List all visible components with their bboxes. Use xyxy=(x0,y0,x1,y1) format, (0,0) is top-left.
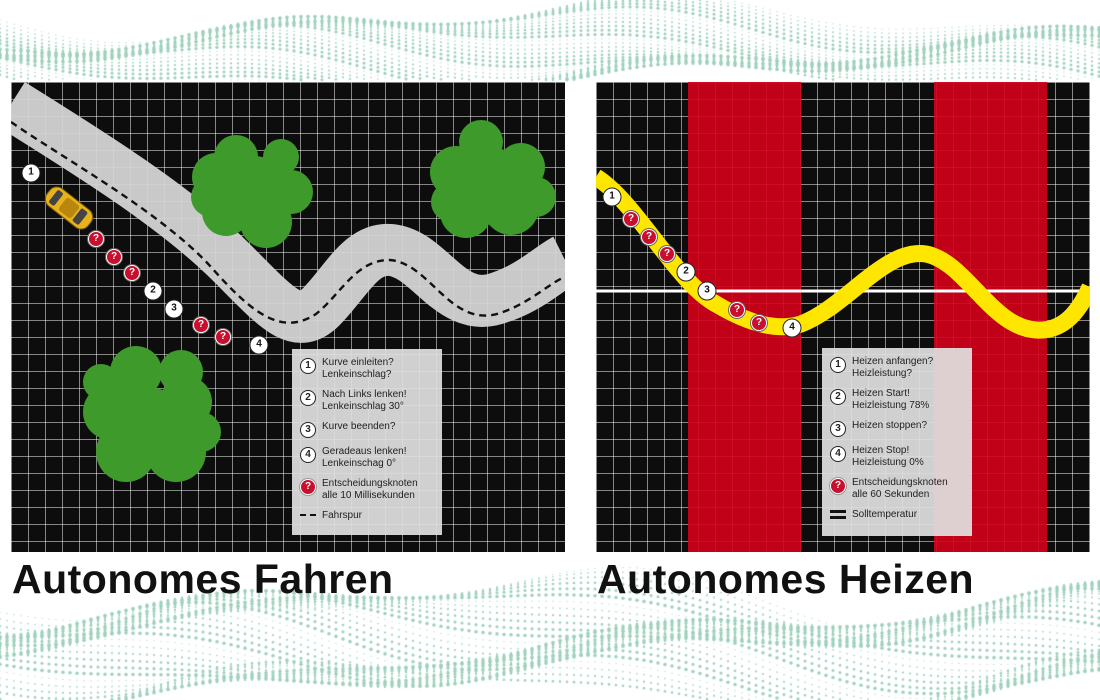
legend-text: Kurve beenden? xyxy=(322,421,395,433)
decision-node-icon: ? xyxy=(215,329,231,345)
decision-node-icon: ? xyxy=(124,265,140,281)
legend-item: 4 Geradeaus lenken!Lenkeinschag 0° xyxy=(300,446,434,470)
legend-line: Heizen anfangen? xyxy=(852,356,934,367)
driving-legend: 1 Kurve einleiten?Lenkeinschlag? 2 Nach Lin… xyxy=(292,349,442,535)
step-number-badge: 1 xyxy=(300,358,316,374)
step-number-badge: 3 xyxy=(300,422,316,438)
decision-node-icon: ? xyxy=(729,302,745,318)
legend-text: Heizen Stop!Heizleistung 0% xyxy=(852,445,924,469)
decision-step-4-marker: 4 xyxy=(782,318,802,338)
decision-node-icon: ? xyxy=(830,478,846,494)
decision-step-3-marker: 3 xyxy=(697,281,717,301)
decision-step-2-marker: 2 xyxy=(143,281,163,301)
lane-line xyxy=(11,121,565,324)
driving-title: Autonomes Fahren xyxy=(12,556,394,602)
car-icon xyxy=(44,186,94,230)
step-number-badge: 4 xyxy=(300,447,316,463)
legend-item: 3 Heizen stoppen? xyxy=(830,420,964,437)
road xyxy=(11,82,565,343)
decision-step-2-marker: 2 xyxy=(676,262,696,282)
decision-node-icon: ? xyxy=(300,479,316,495)
tree-icon xyxy=(430,120,556,238)
decision-node-icon: ? xyxy=(751,315,767,331)
decision-step-4-marker: 4 xyxy=(249,335,269,355)
legend-item: Solltemperatur xyxy=(830,509,964,521)
step-number-badge: 1 xyxy=(830,357,846,373)
legend-line: Kurve beenden? xyxy=(322,421,396,432)
legend-text: Kurve einleiten?Lenkeinschlag? xyxy=(322,357,394,381)
legend-item: 2 Heizen Start!Heizleistung 78% xyxy=(830,388,964,412)
legend-line: Lenkeinschlag? xyxy=(322,369,392,380)
legend-line: Fahrspur xyxy=(322,510,363,521)
legend-text: Heizen Start!Heizleistung 78% xyxy=(852,388,929,412)
legend-item: 3 Kurve beenden? xyxy=(300,421,434,438)
legend-text: Geradeaus lenken!Lenkeinschag 0° xyxy=(322,446,407,470)
legend-text: Fahrspur xyxy=(322,510,362,522)
decision-node-icon: ? xyxy=(88,231,104,247)
legend-text: Nach Links lenken!Lenkeinschlag 30° xyxy=(322,389,407,413)
legend-item: 2 Nach Links lenken!Lenkeinschlag 30° xyxy=(300,389,434,413)
legend-line: Solltemperatur xyxy=(852,509,918,520)
legend-item: 4 Heizen Stop!Heizleistung 0% xyxy=(830,445,964,469)
step-number-badge: 4 xyxy=(830,446,846,462)
legend-line: Nach Links lenken! xyxy=(322,389,407,400)
legend-line: alle 60 Sekunden xyxy=(852,489,930,500)
legend-text: Heizen stoppen? xyxy=(852,420,927,432)
legend-line: Heizleistung 0% xyxy=(852,457,924,468)
step-number-badge: 2 xyxy=(830,389,846,405)
legend-line: Heizen Start! xyxy=(852,388,910,399)
legend-text: Heizen anfangen?Heizleistung? xyxy=(852,356,933,380)
tree-icon xyxy=(191,135,313,248)
legend-line: alle 10 Millisekunden xyxy=(322,490,415,501)
legend-item: Fahrspur xyxy=(300,510,434,522)
legend-line: Lenkeinschag 0° xyxy=(322,458,397,469)
decision-node-icon: ? xyxy=(641,229,657,245)
legend-line: Geradeaus lenken! xyxy=(322,446,407,457)
legend-line: Heizen Stop! xyxy=(852,445,910,456)
lane-line-sample xyxy=(300,510,316,520)
decision-node-icon: ? xyxy=(193,317,209,333)
heating-title: Autonomes Heizen xyxy=(597,556,975,602)
decision-step-1-marker: 1 xyxy=(602,187,622,207)
legend-item: 1 Kurve einleiten?Lenkeinschlag? xyxy=(300,357,434,381)
tree-icon xyxy=(83,346,221,482)
legend-line: Lenkeinschlag 30° xyxy=(322,401,404,412)
legend-item: 1 Heizen anfangen?Heizleistung? xyxy=(830,356,964,380)
legend-text: Solltemperatur xyxy=(852,509,917,521)
step-number-badge: 3 xyxy=(830,421,846,437)
decision-node-icon: ? xyxy=(659,246,675,262)
decision-step-3-marker: 3 xyxy=(164,299,184,319)
decision-step-1-marker: 1 xyxy=(21,163,41,183)
target-temperature-sample xyxy=(830,509,846,521)
step-number-badge: 2 xyxy=(300,390,316,406)
legend-line: Entscheidungsknoten xyxy=(322,478,418,489)
decision-node-icon: ? xyxy=(623,211,639,227)
legend-line: Heizen stoppen? xyxy=(852,420,928,431)
driving-scene xyxy=(11,82,565,482)
legend-line: Entscheidungsknoten xyxy=(852,477,948,488)
legend-line: Kurve einleiten? xyxy=(322,357,394,368)
legend-line: Heizleistung? xyxy=(852,368,913,379)
legend-line: Heizleistung 78% xyxy=(852,400,930,411)
decision-node-icon: ? xyxy=(106,249,122,265)
